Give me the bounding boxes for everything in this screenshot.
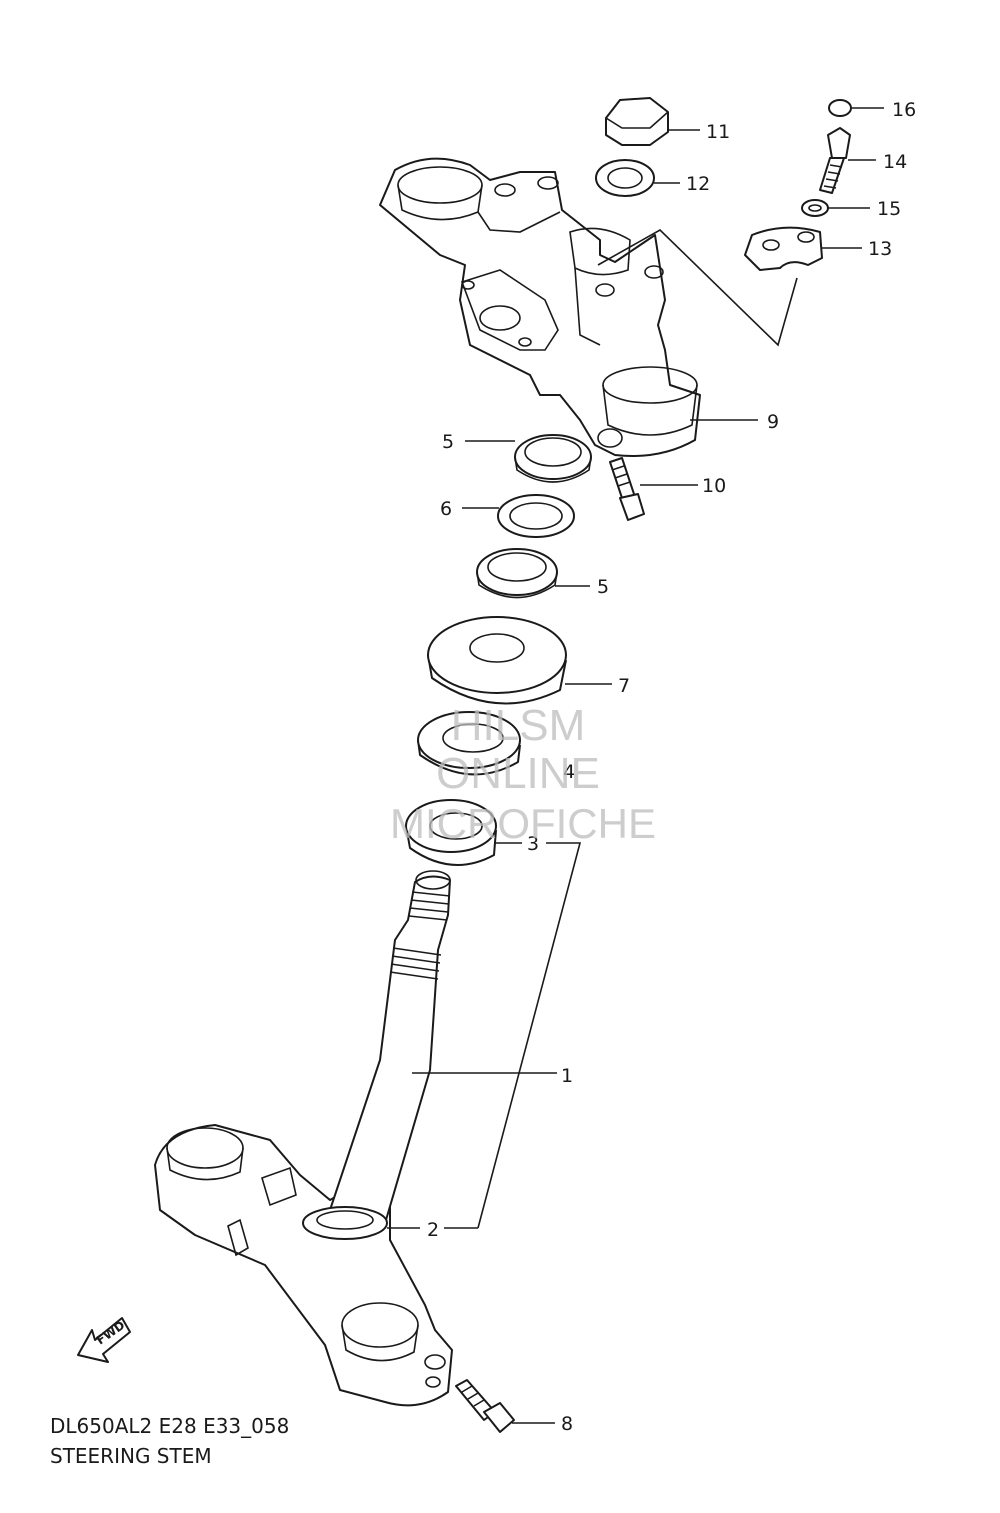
lower-bracket-stem <box>154 870 453 1407</box>
handlebar-clamp <box>744 226 823 271</box>
lock-nut-lower <box>476 548 558 599</box>
callout-5-upper: 5 <box>442 431 454 453</box>
callout-1: 1 <box>561 1065 573 1087</box>
callout-5-lower: 5 <box>597 576 609 598</box>
diagram-code: DL650AL2 E28 E33_058 <box>50 1414 290 1438</box>
upper-bearing <box>417 711 521 776</box>
watermark-line-2: ONLINE <box>436 749 600 798</box>
watermark-line-3: MICROFICHE <box>390 800 656 847</box>
callout-7: 7 <box>618 675 630 697</box>
callout-13: 13 <box>868 238 892 260</box>
callout-8: 8 <box>561 1413 573 1435</box>
leader-lines <box>387 107 884 1424</box>
callout-2: 2 <box>427 1219 439 1241</box>
lock-nut-upper <box>514 434 592 483</box>
leader-13 <box>597 229 798 347</box>
bolt-10 <box>609 457 645 521</box>
upper-bracket <box>379 157 701 457</box>
callout-4: 4 <box>563 761 575 783</box>
bolt-8 <box>455 1379 515 1433</box>
callout-16: 16 <box>892 99 916 121</box>
washer-15 <box>801 199 829 217</box>
callout-15: 15 <box>877 198 901 220</box>
fwd-arrow: FWD <box>77 1317 131 1363</box>
cap-16 <box>828 99 852 117</box>
callout-6: 6 <box>440 498 452 520</box>
diagram-title: STEERING STEM <box>50 1444 212 1468</box>
watermark-line-1: HILSM <box>451 701 585 750</box>
callout-9: 9 <box>767 411 779 433</box>
lower-bearing <box>405 799 497 866</box>
callout-numbers: 1 2 3 4 5 5 6 7 8 9 10 11 12 13 14 15 16 <box>427 99 916 1435</box>
bolt-14 <box>819 127 851 194</box>
callout-12: 12 <box>686 173 710 195</box>
lock-washer <box>497 494 575 538</box>
watermark: HILSM ONLINE MICROFICHE <box>390 701 656 847</box>
callout-3: 3 <box>527 833 539 855</box>
callout-10: 10 <box>702 475 726 497</box>
cap-nut <box>605 97 669 146</box>
callout-14: 14 <box>883 151 907 173</box>
dust-seal <box>427 616 567 705</box>
callout-11: 11 <box>706 121 730 143</box>
washer-12 <box>595 159 655 197</box>
